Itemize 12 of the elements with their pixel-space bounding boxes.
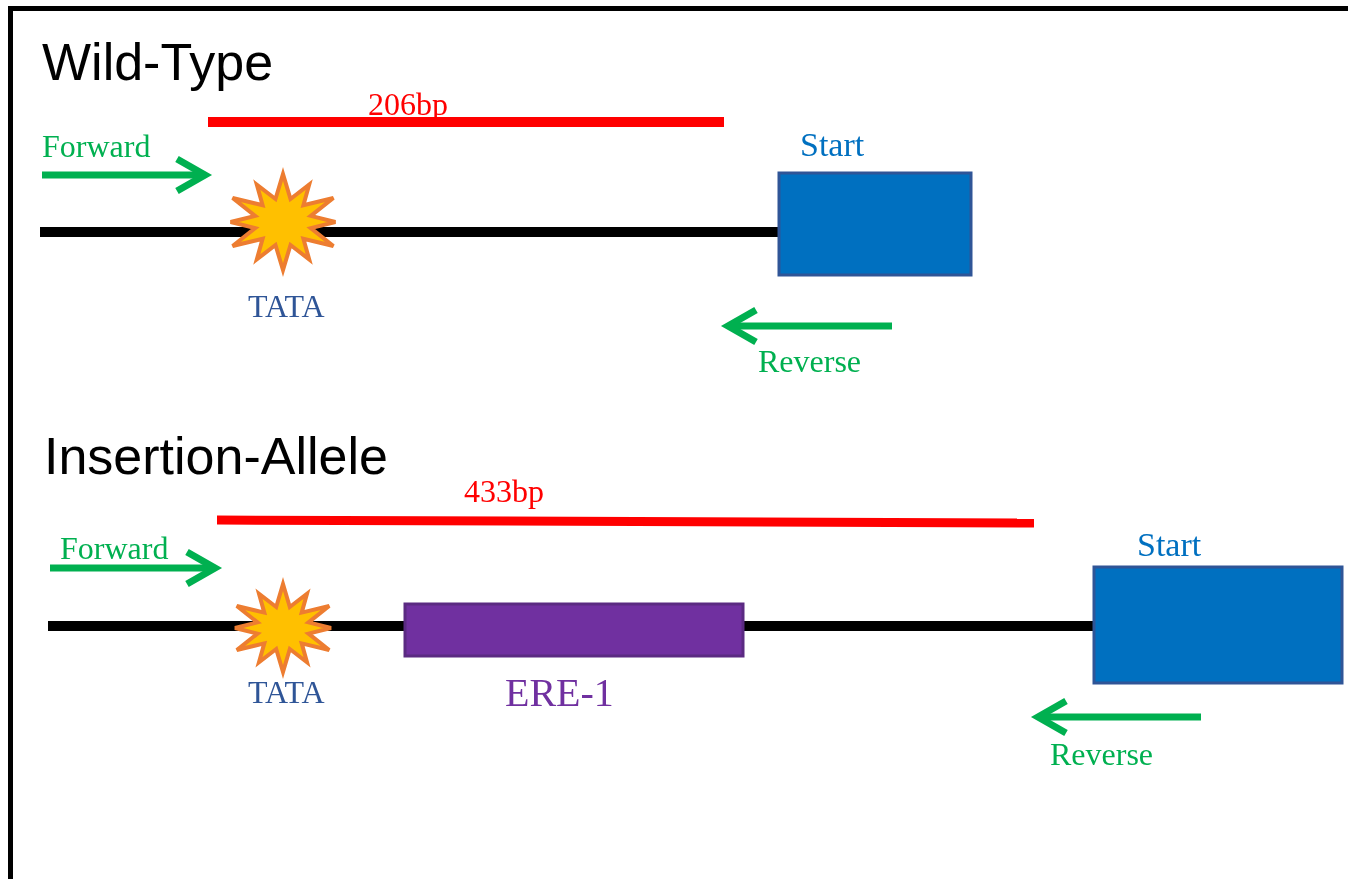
primer-label: Reverse [1050,738,1154,770]
section-heading: Insertion-Allele [44,430,388,482]
element-label: Start [1137,528,1202,562]
length-label: 206bp [368,88,448,120]
primer-label: Reverse [758,345,862,377]
primer-label: Forward [42,130,151,162]
element-label: Start [800,128,865,162]
element-label: ERE-1 [505,673,614,713]
primer-label: Forward [60,532,169,564]
element-label: TATA [248,290,325,322]
element-label: TATA [248,676,325,708]
length-label: 433bp [464,475,544,507]
